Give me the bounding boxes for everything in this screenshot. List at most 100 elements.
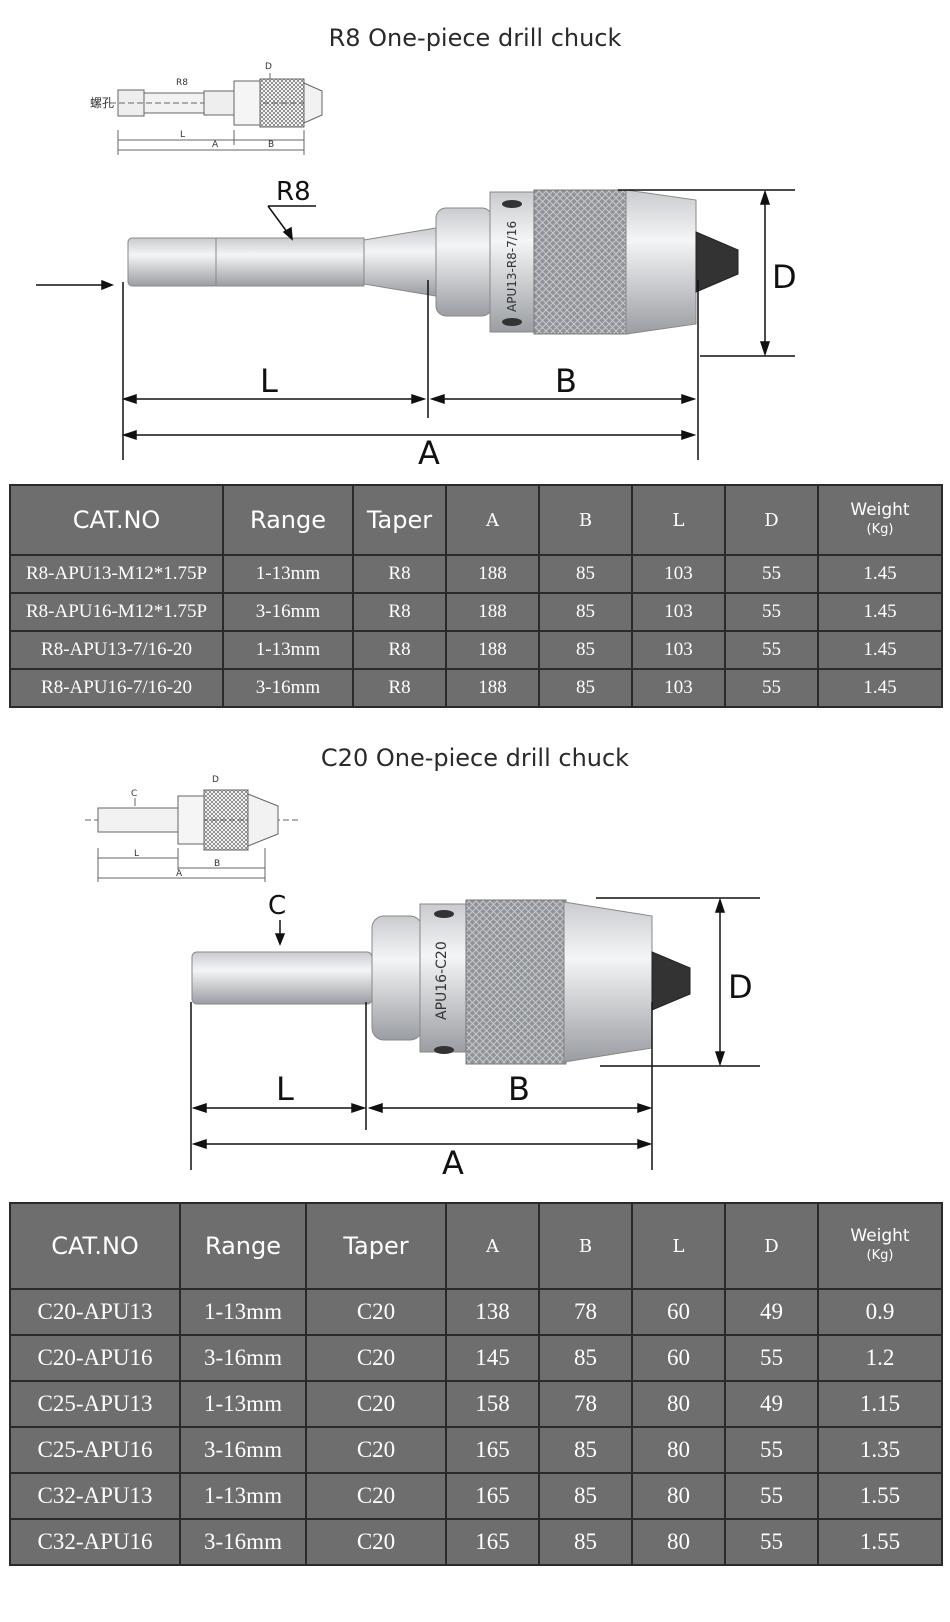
cell-taper: R8 bbox=[352, 592, 447, 632]
cell-b: 85 bbox=[538, 1334, 633, 1382]
c20-label-c: C bbox=[268, 891, 286, 921]
cell-b: 85 bbox=[538, 630, 633, 670]
cell-range: 1-13mm bbox=[179, 1288, 307, 1336]
cell-d: 49 bbox=[724, 1288, 819, 1336]
col-weight: Weight (Kg) bbox=[817, 1202, 943, 1290]
cell-d: 55 bbox=[724, 1472, 819, 1520]
cell-taper: C20 bbox=[305, 1380, 447, 1428]
cell-l: 80 bbox=[631, 1472, 726, 1520]
cell-taper: R8 bbox=[352, 630, 447, 670]
cell-weight: 1.45 bbox=[817, 554, 943, 594]
cell-weight: 1.35 bbox=[817, 1426, 943, 1474]
cell-cat: R8-APU16-7/16-20 bbox=[9, 668, 224, 708]
cell-d: 55 bbox=[724, 1518, 819, 1566]
cell-taper: C20 bbox=[305, 1472, 447, 1520]
c20-label-a: A bbox=[442, 1144, 464, 1182]
cell-weight: 1.45 bbox=[817, 630, 943, 670]
cell-l: 103 bbox=[631, 554, 726, 594]
cell-b: 85 bbox=[538, 668, 633, 708]
col-a: A bbox=[445, 1202, 540, 1290]
cell-range: 1-13mm bbox=[222, 554, 354, 594]
r8-label-r8: R8 bbox=[276, 177, 311, 207]
r8-body-marking: APU13-R8-7/16 bbox=[505, 221, 519, 312]
cell-a: 138 bbox=[445, 1288, 540, 1336]
c20-section-title: C20 One-piece drill chuck bbox=[320, 744, 630, 772]
col-taper: Taper bbox=[352, 484, 447, 556]
cell-weight: 1.15 bbox=[817, 1380, 943, 1428]
cell-taper: C20 bbox=[305, 1426, 447, 1474]
table-row: R8-APU13-M12*1.75P 1-13mm R8 188 85 103 … bbox=[9, 554, 943, 594]
r8-label-a: A bbox=[418, 434, 440, 470]
table-row: C25-APU13 1-13mm C20 158 78 80 49 1.15 bbox=[9, 1380, 943, 1428]
small-label-r8: R8 bbox=[176, 78, 188, 88]
cell-taper: C20 bbox=[305, 1334, 447, 1382]
cell-a: 165 bbox=[445, 1426, 540, 1474]
cell-a: 188 bbox=[445, 592, 540, 632]
cell-a: 165 bbox=[445, 1472, 540, 1520]
cell-l: 103 bbox=[631, 630, 726, 670]
cell-b: 85 bbox=[538, 554, 633, 594]
cell-l: 60 bbox=[631, 1334, 726, 1382]
col-cat-no: CAT.NO bbox=[9, 1202, 181, 1290]
small-label-l: L bbox=[180, 130, 185, 140]
cell-a: 165 bbox=[445, 1518, 540, 1566]
cell-d: 55 bbox=[724, 668, 819, 708]
cell-cat: R8-APU13-M12*1.75P bbox=[9, 554, 224, 594]
c20-chuck-diagram: APU16-C20 C D L B A bbox=[190, 891, 760, 1182]
table-header-row: CAT.NO Range Taper A B L D Weight (Kg) bbox=[9, 1202, 943, 1290]
cell-range: 3-16mm bbox=[179, 1426, 307, 1474]
cell-range: 3-16mm bbox=[179, 1518, 307, 1566]
col-l: L bbox=[631, 1202, 726, 1290]
small-label-b: B bbox=[268, 140, 274, 150]
cell-a: 145 bbox=[445, 1334, 540, 1382]
r8-spec-table: CAT.NO Range Taper A B L D Weight (Kg) R… bbox=[9, 484, 943, 708]
small-label-l: L bbox=[134, 849, 139, 859]
r8-chuck-diagram: APU13-R8-7/16 R8 D L B A bbox=[36, 177, 797, 470]
cell-taper: R8 bbox=[352, 554, 447, 594]
c20-label-d: D bbox=[728, 968, 753, 1006]
cell-range: 1-13mm bbox=[222, 630, 354, 670]
cell-cat: C25-APU13 bbox=[9, 1380, 181, 1428]
cell-weight: 1.55 bbox=[817, 1518, 943, 1566]
col-cat-no: CAT.NO bbox=[9, 484, 224, 556]
table-header-row: CAT.NO Range Taper A B L D Weight (Kg) bbox=[9, 484, 943, 556]
cell-cat: C32-APU13 bbox=[9, 1472, 181, 1520]
cell-d: 55 bbox=[724, 554, 819, 594]
col-b: B bbox=[538, 1202, 633, 1290]
cell-l: 80 bbox=[631, 1518, 726, 1566]
cell-d: 55 bbox=[724, 1334, 819, 1382]
cell-weight: 1.2 bbox=[817, 1334, 943, 1382]
cell-a: 188 bbox=[445, 554, 540, 594]
cell-a: 158 bbox=[445, 1380, 540, 1428]
cell-b: 85 bbox=[538, 1472, 633, 1520]
table-row: R8-APU16-7/16-20 3-16mm R8 188 85 103 55… bbox=[9, 668, 943, 708]
r8-label-b: B bbox=[555, 362, 577, 400]
col-l: L bbox=[631, 484, 726, 556]
cell-l: 80 bbox=[631, 1380, 726, 1428]
c20-label-b: B bbox=[508, 1070, 530, 1108]
weight-label: Weight bbox=[850, 500, 910, 520]
cell-d: 55 bbox=[724, 630, 819, 670]
cell-range: 1-13mm bbox=[179, 1472, 307, 1520]
cell-l: 103 bbox=[631, 668, 726, 708]
weight-unit: (Kg) bbox=[866, 1248, 894, 1263]
c20-label-l: L bbox=[276, 1070, 294, 1108]
cell-weight: 1.55 bbox=[817, 1472, 943, 1520]
table-row: C20-APU16 3-16mm C20 145 85 60 55 1.2 bbox=[9, 1334, 943, 1382]
r8-label-l: L bbox=[260, 362, 278, 400]
r8-label-d: D bbox=[772, 258, 797, 296]
cell-range: 1-13mm bbox=[179, 1380, 307, 1428]
cell-cat: C25-APU16 bbox=[9, 1426, 181, 1474]
col-range: Range bbox=[222, 484, 354, 556]
cell-b: 78 bbox=[538, 1288, 633, 1336]
small-label-d: D bbox=[212, 775, 219, 785]
cell-cat: C32-APU16 bbox=[9, 1518, 181, 1566]
table-row: R8-APU13-7/16-20 1-13mm R8 188 85 103 55… bbox=[9, 630, 943, 670]
cell-range: 3-16mm bbox=[222, 668, 354, 708]
cell-taper: C20 bbox=[305, 1288, 447, 1336]
cell-b: 78 bbox=[538, 1380, 633, 1428]
small-label-hole: 螺孔 bbox=[90, 96, 114, 110]
cell-d: 49 bbox=[724, 1380, 819, 1428]
cell-range: 3-16mm bbox=[222, 592, 354, 632]
weight-unit: (Kg) bbox=[866, 522, 894, 537]
